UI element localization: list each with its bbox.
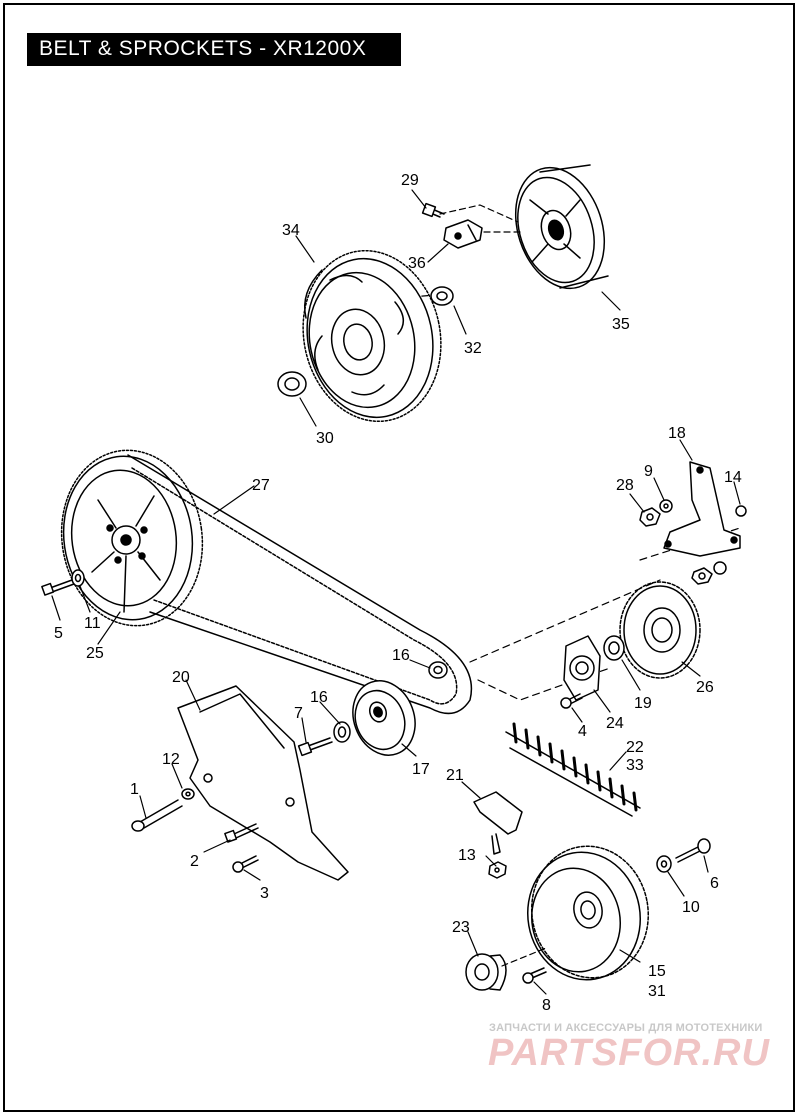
part-13-nut	[488, 861, 507, 879]
nuts-lower-bracket	[691, 561, 727, 585]
part-1-bolt	[131, 799, 183, 832]
callout-10: 10	[682, 899, 700, 916]
part-4-screw	[560, 693, 583, 709]
callout-32: 32	[464, 340, 482, 357]
part-5-bolt	[41, 579, 75, 596]
part-19-nut	[603, 635, 625, 661]
callout-24: 24	[606, 715, 624, 732]
callout-14: 14	[724, 469, 742, 486]
callout-20: 20	[172, 669, 190, 686]
part-17-idler	[352, 680, 416, 756]
part-30-bearing	[277, 371, 307, 397]
callout-26: 26	[696, 679, 714, 696]
callout-21: 21	[446, 767, 464, 784]
callout-6: 6	[710, 875, 719, 892]
callout-3: 3	[260, 885, 269, 902]
callout-18: 18	[668, 425, 686, 442]
part-27-belt	[127, 454, 473, 715]
callout-11: 11	[84, 615, 101, 632]
callout-35: 35	[612, 316, 630, 333]
page-title: BELT & SPROCKETS - XR1200X	[39, 37, 367, 60]
part-26-front-sprocket	[619, 581, 701, 679]
part-7-bolt	[297, 737, 333, 757]
callout-13: 13	[458, 847, 476, 864]
callout-1: 1	[130, 781, 139, 798]
part-20-guard	[177, 685, 349, 881]
callout-7: 7	[294, 705, 303, 722]
callout-16-lower: 16	[310, 689, 328, 706]
part-35-hub	[514, 164, 609, 290]
part-36-bracket	[443, 219, 483, 249]
callout-30: 30	[316, 430, 334, 447]
watermark-logo: PARTSFOR.RU	[488, 1032, 770, 1074]
part-23-bearing	[465, 953, 507, 991]
part-24-lockplate	[563, 635, 601, 701]
part-29-bolt	[421, 202, 445, 218]
callout-22: 22	[626, 739, 644, 756]
callout-2: 2	[190, 853, 199, 870]
callout-19: 19	[634, 695, 652, 712]
callout-12: 12	[162, 751, 180, 768]
page-border	[3, 3, 795, 1112]
part-10-washer	[656, 855, 672, 873]
part-2-bolt	[224, 823, 259, 843]
part-32-spacer	[430, 286, 454, 306]
callout-33: 33	[626, 757, 644, 774]
callout-23: 23	[452, 919, 470, 936]
part-16-spacer-lower	[333, 721, 351, 743]
callout-25: 25	[86, 645, 104, 662]
callout-15: 15	[648, 963, 666, 980]
part-28-nut	[639, 507, 661, 527]
callout-16-upper: 16	[392, 647, 410, 664]
leader-lines	[51, 189, 741, 995]
callout-36: 36	[408, 255, 426, 272]
title-bar	[27, 33, 401, 66]
part-9-washer	[659, 499, 673, 513]
part-16-spacer-upper	[428, 661, 448, 679]
alignment-line-bottom	[501, 947, 547, 967]
part-8-screw	[522, 967, 547, 984]
watermark-caption: ЗАПЧАСТИ И АКСЕССУАРЫ ДЛЯ МОТОТЕХНИКИ	[489, 1022, 763, 1034]
callout-29: 29	[401, 172, 419, 189]
callout-34: 34	[282, 222, 300, 239]
part-34-rear-sprocket	[302, 249, 442, 423]
callout-8: 8	[542, 997, 551, 1014]
part-25-pulley	[60, 449, 204, 627]
part-12-washer	[181, 788, 195, 800]
callout-28: 28	[616, 477, 634, 494]
part-14-bolt	[735, 505, 747, 517]
callout-9: 9	[644, 463, 653, 480]
part-22-33-belt-strip	[505, 722, 641, 817]
part-15-rear-pulley	[526, 845, 650, 981]
callout-31: 31	[648, 983, 666, 1000]
part-11-washer	[71, 569, 85, 587]
part-6-bolt	[675, 838, 711, 863]
callout-17: 17	[412, 761, 430, 778]
callout-4: 4	[578, 723, 587, 740]
callout-27: 27	[252, 477, 270, 494]
part-18-bracket	[663, 461, 741, 557]
part-3-screw	[232, 855, 259, 873]
part-21-clip	[473, 791, 523, 855]
callout-5: 5	[54, 625, 63, 642]
